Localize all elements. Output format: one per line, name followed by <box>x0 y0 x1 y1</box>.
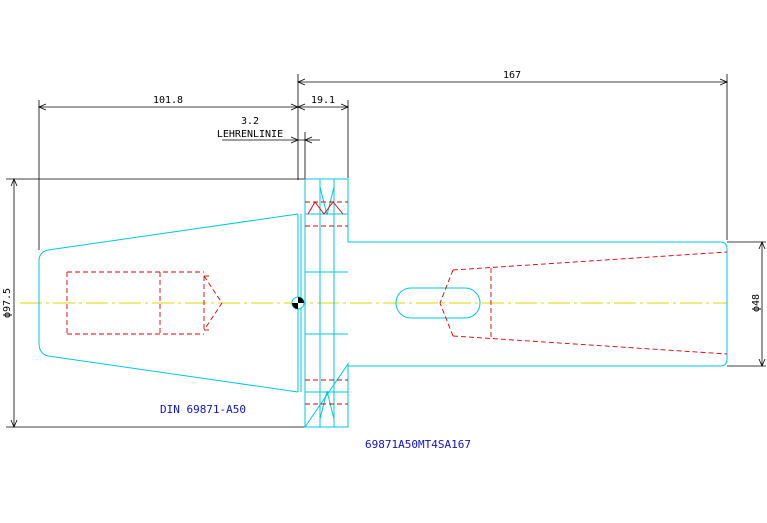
dim-flange-diameter: ϕ97.5 <box>2 288 13 318</box>
dim-gauge-offset: 3.2 <box>241 116 259 127</box>
standard-label: DIN 69871-A50 <box>160 403 246 416</box>
hidden-lines <box>66 201 728 405</box>
part-number-label: 69871A50MT4SA167 <box>365 438 471 451</box>
dim-flange-width: 19.1 <box>311 95 335 106</box>
dim-overall-length: 167 <box>503 70 521 81</box>
dim-taper-length: 101.8 <box>153 95 183 106</box>
gauge-marker <box>291 296 305 310</box>
gauge-line-label: LEHRENLINIE <box>217 129 283 140</box>
dim-shank-diameter: ϕ48 <box>751 294 762 312</box>
dimension-lines <box>6 74 766 429</box>
